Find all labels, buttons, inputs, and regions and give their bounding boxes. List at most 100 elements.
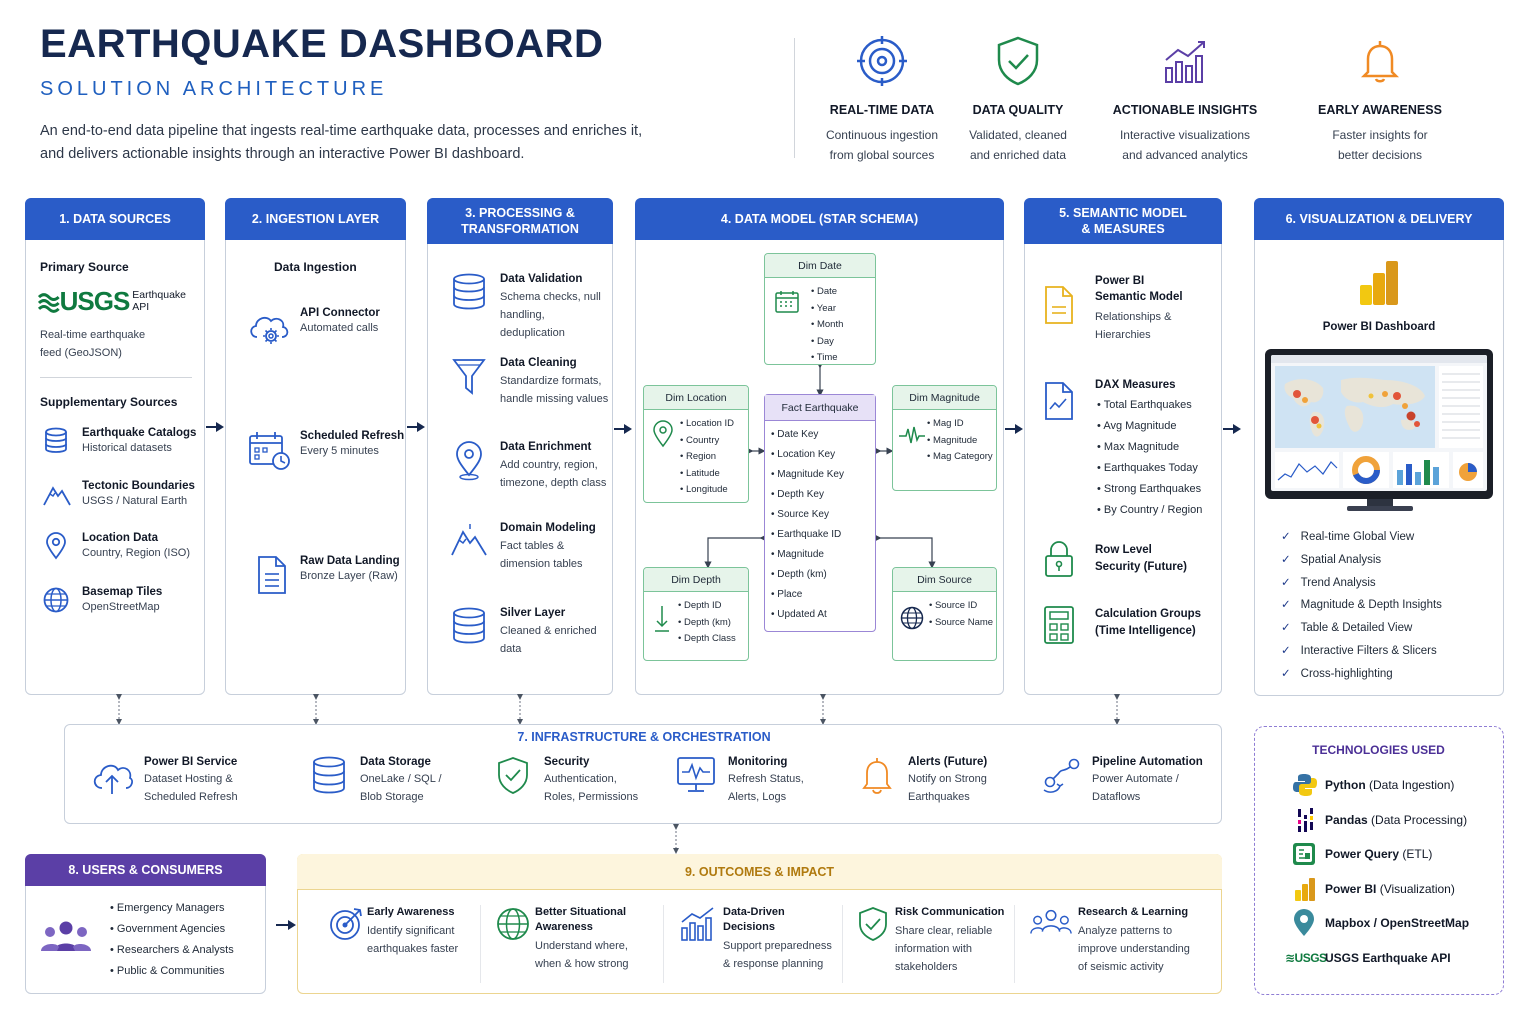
feature-quality: DATA QUALITY Validated, cleaned and enri… — [933, 34, 1103, 165]
monitor-pulse-icon — [677, 757, 715, 792]
dim-depth-table: Dim Depth Depth ID Depth (km) Depth Clas… — [643, 567, 749, 661]
document-icon — [258, 556, 286, 594]
check-icon: ✓ — [1281, 644, 1291, 657]
lock-icon — [1045, 541, 1073, 577]
database-icon — [313, 756, 345, 794]
tech-item: Python (Data Ingestion) — [1285, 768, 1469, 803]
dashboard-screen — [1271, 355, 1487, 491]
calculator-icon — [1044, 606, 1074, 644]
flow-arrow — [1223, 424, 1241, 434]
target-arrow-icon — [330, 908, 362, 940]
processing-header: 3. PROCESSING &TRANSFORMATION — [427, 198, 613, 244]
bar-chart-trend-icon — [1165, 41, 1205, 83]
mini-line-chart — [1275, 452, 1339, 488]
world-map — [1275, 366, 1435, 448]
people-network-icon — [1030, 909, 1072, 934]
globe-icon — [497, 908, 529, 940]
power-query-icon — [1293, 843, 1315, 866]
feature-awareness: EARLY AWARENESS Faster insights for bett… — [1295, 34, 1465, 165]
monitor-neck — [1367, 499, 1393, 507]
database-icon — [453, 273, 485, 310]
outcomes-title: 9. OUTCOMES & IMPACT — [297, 854, 1222, 890]
check-icon: ✓ — [1281, 667, 1291, 680]
infra-title: 7. INFRASTRUCTURE & ORCHESTRATION — [517, 730, 771, 744]
seismograph-icon — [899, 426, 925, 444]
infra-outcome-connector — [673, 824, 679, 854]
dashboard-label: Power BI Dashboard — [1322, 321, 1436, 333]
shield-check-icon — [997, 36, 1039, 86]
data-model-panel: 4. DATA MODEL (STAR SCHEMA) Dim Date Dat… — [635, 198, 1004, 695]
users-header: 8. USERS & CONSUMERS — [25, 854, 266, 886]
power-bi-icon — [1295, 877, 1315, 901]
technologies-panel: TECHNOLOGIES USED Python (Data Ingestion… — [1254, 726, 1504, 995]
calendar-icon — [775, 291, 799, 313]
flow-arrow — [614, 424, 632, 434]
divider — [40, 377, 192, 378]
dim-date-fields: Date Year Month Day Time — [811, 284, 844, 367]
mapbox-pin-icon — [1294, 909, 1314, 937]
mini-bar-chart — [1393, 452, 1449, 488]
primary-source-label: Primary Source — [40, 260, 129, 274]
mini-donut — [1343, 452, 1389, 488]
fact-fields: Date Key Location Key Magnitude Key Dept… — [765, 421, 875, 625]
check-icon: ✓ — [1281, 576, 1291, 589]
dax-document-icon — [1045, 382, 1073, 420]
usgs-logo: USGS Earthquake API — [38, 288, 204, 314]
tech-item: Power Query (ETL) — [1285, 837, 1469, 872]
semantic-model-panel: 5. SEMANTIC MODEL& MEASURES Power BI Sem… — [1024, 198, 1222, 695]
bell-icon — [1360, 41, 1400, 83]
shield-check-icon — [859, 907, 887, 941]
header-divider — [794, 38, 795, 158]
fact-earthquake-table: Fact Earthquake Date Key Location Key Ma… — [764, 394, 876, 632]
page-subtitle: SOLUTION ARCHITECTURE — [40, 78, 388, 100]
flow-arrow — [1005, 424, 1023, 434]
dim-location-fields: Location ID Country Region Latitude Long… — [680, 416, 734, 499]
processing-panel: 3. PROCESSING &TRANSFORMATION Data Valid… — [427, 198, 613, 695]
users-panel: 8. USERS & CONSUMERS Emergency Managers … — [25, 854, 266, 994]
power-bi-logo-icon — [1360, 261, 1398, 305]
outcomes-panel: 9. OUTCOMES & IMPACT — [297, 854, 1222, 994]
check-icon: ✓ — [1281, 622, 1291, 635]
calendar-clock-icon — [249, 432, 290, 470]
document-yellow-icon — [1045, 286, 1073, 324]
intro-text: An end-to-end data pipeline that ingests… — [40, 123, 643, 162]
mini-pie — [1453, 452, 1483, 488]
dim-magnitude-table: Dim Magnitude Mag ID Magnitude Mag Categ… — [892, 385, 997, 491]
arrow-down-icon — [655, 606, 669, 632]
mountain-icon — [451, 524, 487, 556]
primary-source-desc: Real-time earthquake feed (GeoJSON) — [40, 329, 146, 359]
shield-check-icon — [498, 757, 528, 794]
tech-item: Mapbox / OpenStreetMap — [1285, 906, 1469, 941]
side-table — [1439, 366, 1483, 448]
bar-chart-trend-icon — [681, 907, 714, 941]
star-schema-connectors — [704, 361, 936, 569]
flow-arrow — [206, 422, 224, 432]
dim-depth-fields: Depth ID Depth (km) Depth Class — [678, 598, 736, 648]
tech-item: ≋USGS USGS Earthquake API — [1285, 950, 1451, 965]
visualization-header: 6. VISUALIZATION & DELIVERY — [1254, 198, 1504, 240]
flow-arrow — [407, 422, 425, 432]
data-sources-header: 1. DATA SOURCES — [25, 198, 205, 240]
dax-measures: DAX Measures Total Earthquakes Avg Magni… — [1095, 379, 1202, 521]
workflow-icon — [1043, 758, 1080, 793]
ingestion-label: Data Ingestion — [274, 260, 357, 274]
ingestion-panel: 2. INGESTION LAYER Data Ingestion API Co… — [225, 198, 406, 695]
location-pin-icon — [456, 441, 482, 481]
semantic-header: 5. SEMANTIC MODEL& MEASURES — [1024, 198, 1222, 244]
usgs-wave-icon — [38, 293, 60, 313]
